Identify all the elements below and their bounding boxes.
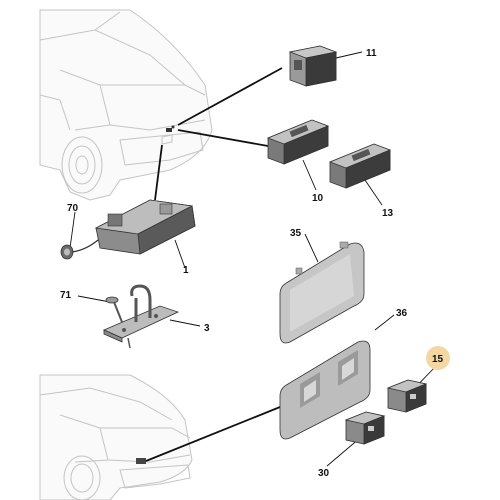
- part-number-30: 30: [318, 468, 330, 479]
- part-71-bolt: [105, 296, 123, 323]
- part-36-bezel: [279, 340, 371, 440]
- part-number-1: 1: [183, 265, 189, 276]
- part-15-switch: [386, 379, 428, 413]
- part-10-switch-panel: [266, 119, 330, 165]
- highlight-circle-15: [426, 346, 450, 370]
- car-rear-view-bottom: [39, 374, 193, 500]
- part-number-70: 70: [67, 203, 79, 214]
- part-3-striker: [103, 284, 180, 349]
- part-13-switch-panel: [328, 143, 392, 189]
- part-number-36: 36: [396, 308, 408, 319]
- part-11-switch: [288, 45, 338, 87]
- part-30-switch: [344, 411, 386, 445]
- car-rear-view-top: [39, 9, 213, 201]
- part-number-10: 10: [312, 193, 324, 204]
- part-number-35: 35: [290, 228, 302, 239]
- part-1-lock-assembly: [71, 199, 196, 255]
- part-number-71: 71: [60, 290, 72, 301]
- part-35-panel: [279, 241, 365, 344]
- part-number-13: 13: [382, 208, 394, 219]
- part-number-15: 15: [432, 354, 444, 365]
- leader-lines: [69, 51, 437, 467]
- part-70-connector: [60, 244, 74, 260]
- part-number-3: 3: [204, 323, 210, 334]
- part-number-11: 11: [366, 48, 377, 59]
